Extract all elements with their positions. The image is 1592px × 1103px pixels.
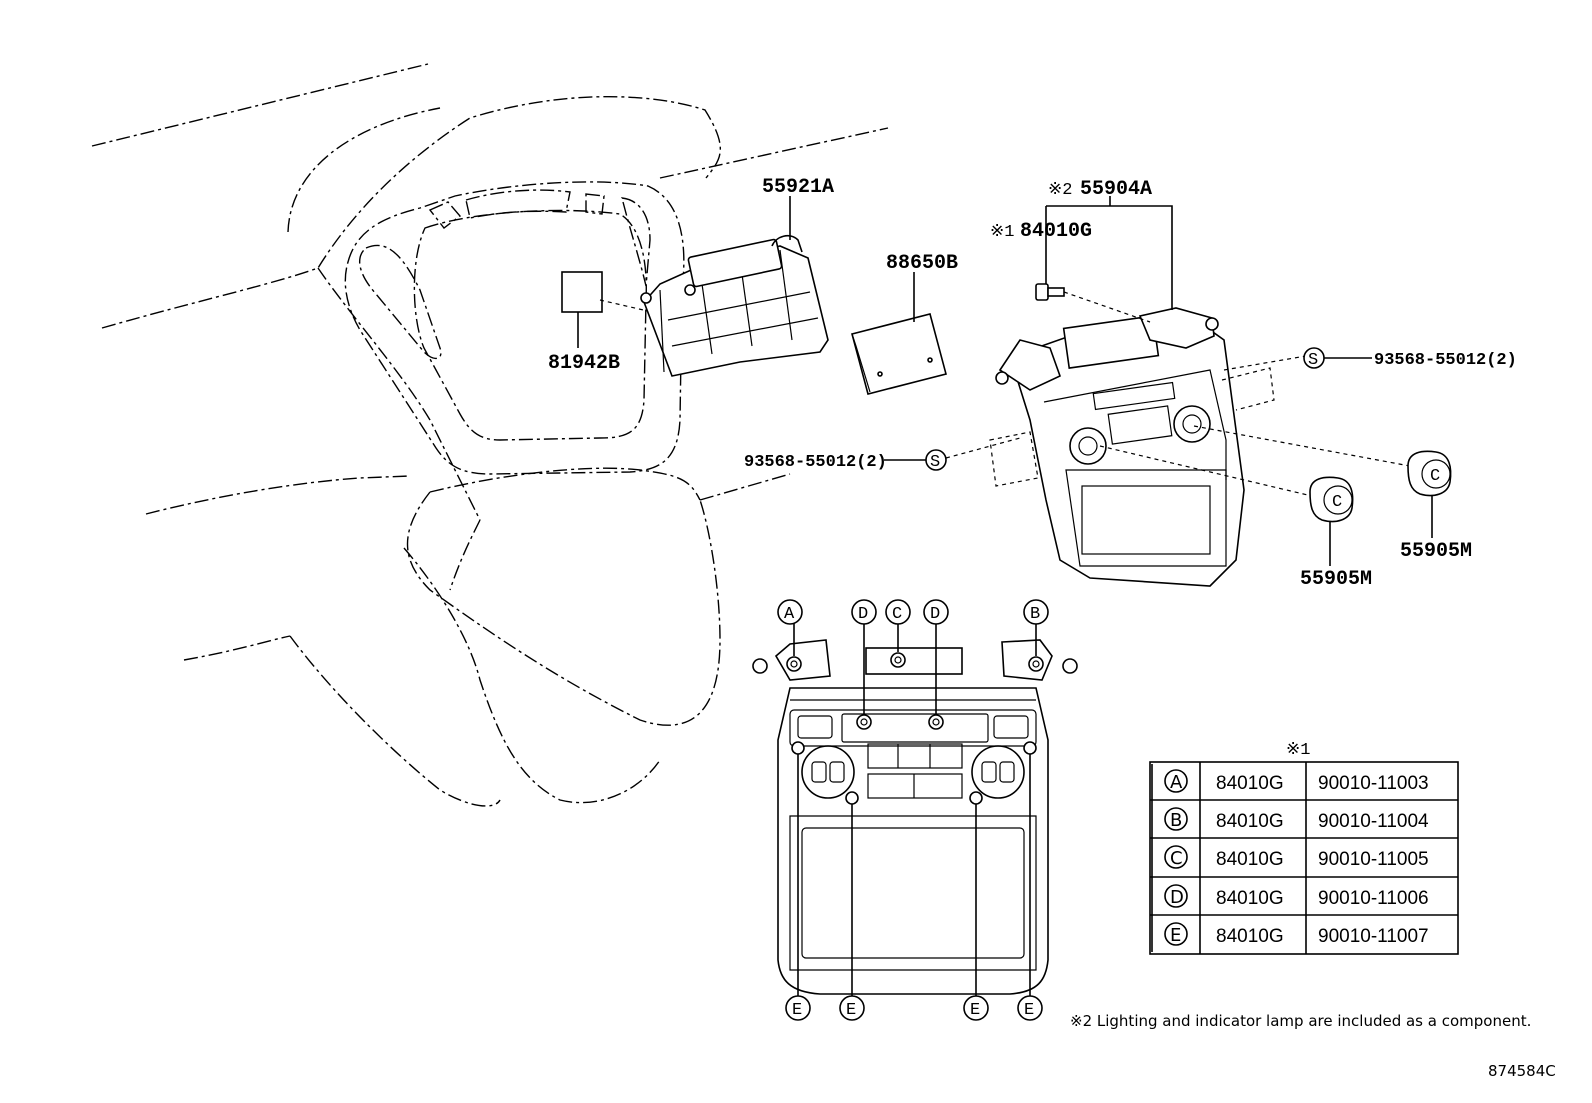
label-55905m-a: 55905M <box>1300 568 1372 591</box>
callout-d-top-right: D <box>923 599 949 625</box>
callout-d-top-left: D <box>851 599 877 625</box>
svg-text:90010-11005: 90010-11005 <box>1318 849 1429 870</box>
panel-front-detail <box>752 624 1078 996</box>
label-84010g: 84010G <box>1020 220 1092 243</box>
svg-text:90010-11006: 90010-11006 <box>1318 888 1429 909</box>
label-88650b: 88650B <box>886 252 958 275</box>
svg-text:84010G: 84010G <box>1216 888 1284 909</box>
mark-84010g: ※1 <box>990 223 1014 242</box>
svg-text:90010-11004: 90010-11004 <box>1318 811 1429 832</box>
label-55921a: 55921A <box>762 176 834 199</box>
table-row: C 84010G 90010-11005 <box>1164 845 1429 870</box>
svg-text:A: A <box>1170 772 1183 793</box>
footnote: ※2 Lighting and indicator lamp are inclu… <box>1070 1012 1531 1030</box>
clip-s-left: S <box>884 449 947 472</box>
svg-text:E: E <box>970 1001 980 1020</box>
callout-e-1: E <box>785 995 811 1021</box>
svg-text:D: D <box>858 605 868 624</box>
screw-reference-table: ※1 A 84010G 90010-11003 B 84010G 90010-1… <box>1149 741 1459 955</box>
knob-c-glyph-a: C <box>1332 493 1342 512</box>
callout-c-top: C <box>885 599 911 625</box>
svg-text:C: C <box>1170 848 1183 869</box>
svg-text:E: E <box>1170 925 1181 946</box>
svg-text:E: E <box>846 1001 856 1020</box>
s-glyph-right: S <box>1308 351 1318 370</box>
drawing-code: 874584C <box>1488 1062 1556 1080</box>
label-55904a: 55904A <box>1080 178 1152 201</box>
callout-b-top: B <box>1023 599 1049 625</box>
svg-text:84010G: 84010G <box>1216 849 1284 870</box>
svg-text:E: E <box>792 1001 802 1020</box>
table-row: E 84010G 90010-11007 <box>1164 922 1429 947</box>
svg-text:90010-11007: 90010-11007 <box>1318 926 1429 947</box>
callout-e-4: E <box>1017 995 1043 1021</box>
svg-text:84010G: 84010G <box>1216 773 1284 794</box>
panel-55904a <box>995 196 1245 587</box>
svg-text:90010-11003: 90010-11003 <box>1318 773 1429 794</box>
callout-e-3: E <box>963 995 989 1021</box>
svg-text:D: D <box>930 605 940 624</box>
svg-text:A: A <box>784 605 795 624</box>
svg-text:D: D <box>1170 887 1184 908</box>
table-row: D 84010G 90010-11006 <box>1164 884 1429 909</box>
svg-text:E: E <box>1024 1001 1034 1020</box>
label-81942b-part <box>561 271 603 313</box>
label-55905m-b: 55905M <box>1400 540 1472 563</box>
knob-c-glyph-b: C <box>1430 467 1440 486</box>
svg-text:84010G: 84010G <box>1216 811 1284 832</box>
callout-e-2: E <box>839 995 865 1021</box>
label-93568-right: 93568-55012(2) <box>1374 351 1517 370</box>
module-88650b <box>851 272 947 395</box>
table-row: A 84010G 90010-11003 <box>1164 769 1429 794</box>
s-glyph-left: S <box>930 453 940 472</box>
clip-s-right: S <box>1303 347 1372 370</box>
dashboard-outline <box>91 63 889 807</box>
callout-a-top: A <box>777 599 803 625</box>
label-93568-left: 93568-55012(2) <box>744 453 887 472</box>
label-81942b: 81942B <box>548 352 620 375</box>
svg-text:B: B <box>1170 810 1182 831</box>
mark-55904a: ※2 <box>1048 181 1072 200</box>
svg-text:B: B <box>1030 605 1040 624</box>
knob-55905m-a: C <box>1309 476 1354 566</box>
svg-text:84010G: 84010G <box>1216 926 1284 947</box>
knob-55905m-b: C <box>1407 450 1452 538</box>
table-row: B 84010G 90010-11004 <box>1164 807 1429 832</box>
bracket-55921a <box>640 196 829 377</box>
table-mark: ※1 <box>1286 741 1310 760</box>
svg-text:C: C <box>892 605 902 624</box>
screw-84010g <box>1035 256 1151 323</box>
